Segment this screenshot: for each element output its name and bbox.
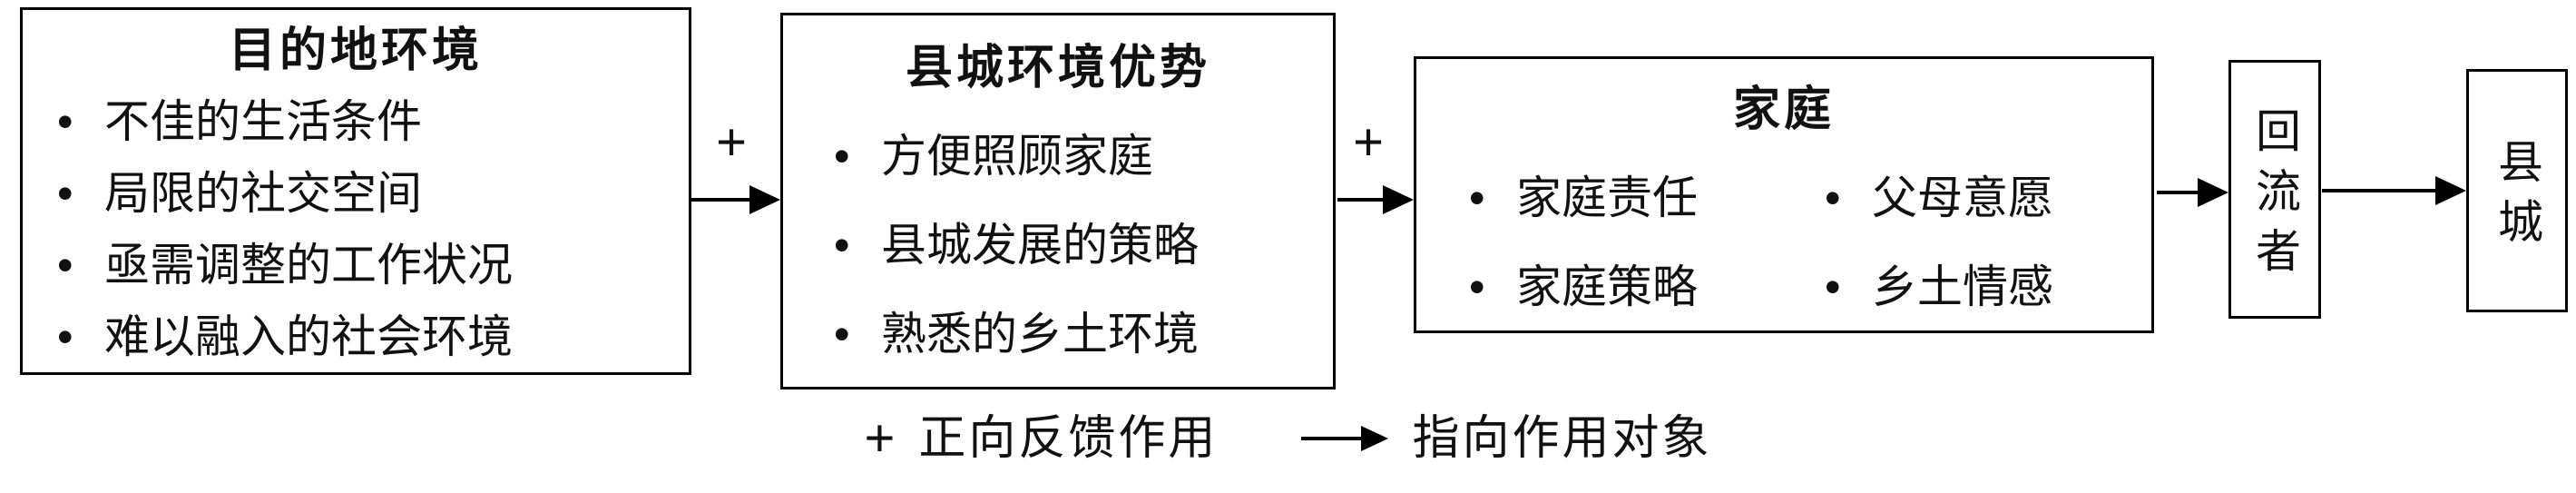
bullet-icon: • [57,168,73,219]
bullet-icon: • [1825,173,1841,223]
list-item: • 乡土情感 [1825,242,2151,331]
box-title: 县城 [2492,138,2542,258]
plus-symbol: + [864,409,896,468]
list-item: • 局限的社交空间 [57,158,689,230]
plus-connector: + [1353,113,1384,172]
bullet-icon: • [57,311,73,362]
item-text: 局限的社交空间 [104,168,422,219]
box-family: 家庭 • 家庭责任 • 父母意愿 • 家庭策略 • 乡土情感 [1414,56,2154,333]
legend-label: 指向作用对象 [1412,412,1712,465]
box-returnees: 回流者 [2228,60,2321,319]
list-item: • 方便照顾家庭 [834,112,1333,201]
list-item: • 家庭责任 [1469,153,1825,242]
arrow-icon [1301,423,1389,454]
arrow-line [1301,437,1362,440]
arrow-head [2198,178,2228,207]
item-text: 亟需调整的工作状况 [104,240,513,291]
item-text: 方便照顾家庭 [881,131,1153,182]
list-item: • 难以融入的社会环境 [57,301,689,373]
legend-item-arrow-meaning: 指向作用对象 [1301,407,1711,470]
item-text: 父母意愿 [1872,173,2053,223]
list-item: • 不佳的生活条件 [57,86,689,158]
item-text: 难以融入的社会环境 [104,311,513,362]
box-title: 目的地环境 [228,25,483,77]
arrow-icon [691,184,780,215]
arrow-head [1361,426,1389,451]
arrow-head [1383,185,1414,214]
bullet-icon: • [1469,173,1485,223]
arrow-icon [1337,184,1414,215]
bullet-list: • 方便照顾家庭 • 县城发展的策略 • 熟悉的乡土环境 [834,112,1333,379]
plus-connector: + [716,113,747,172]
legend-item-positive-feedback: + 正向反馈作用 [865,407,1219,470]
bullet-icon: • [1469,261,1485,312]
item-text: 家庭策略 [1516,261,1698,312]
bullet-icon: • [57,240,73,291]
arrow-line [2157,191,2198,194]
bullet-icon: • [834,309,850,360]
box-destination-environment: 目的地环境 • 不佳的生活条件 • 局限的社交空间 • 亟需调整的工作状况 • … [20,7,691,375]
legend-label: 正向反馈作用 [918,412,1219,465]
legend: + 正向反馈作用 指向作用对象 [0,407,2576,470]
arrow-icon [2322,175,2466,206]
arrow-icon [2157,177,2228,208]
arrow-head [749,185,780,214]
item-text: 县城发展的策略 [881,220,1199,271]
item-text: 家庭责任 [1516,173,1698,223]
bullet-icon: • [834,220,850,271]
item-text: 熟悉的乡土环境 [881,309,1199,360]
item-text: 不佳的生活条件 [104,96,422,147]
arrow-line [691,198,749,202]
bullet-icon: • [57,96,73,147]
bullet-list: • 不佳的生活条件 • 局限的社交空间 • 亟需调整的工作状况 • 难以融入的社… [57,86,689,373]
box-county-advantages: 县城环境优势 • 方便照顾家庭 • 县城发展的策略 • 熟悉的乡土环境 [780,13,1336,389]
box-county-town: 县城 [2466,69,2568,312]
list-item: • 父母意愿 [1825,153,2151,242]
list-item: • 县城发展的策略 [834,201,1333,290]
bullet-icon: • [834,131,850,182]
box-title: 回流者 [2249,106,2300,287]
arrow-line [1337,198,1383,202]
bullet-icon: • [1825,261,1841,312]
list-item: • 熟悉的乡土环境 [834,290,1333,379]
box-title: 家庭 [1732,84,1835,136]
box-title: 县城环境优势 [905,42,1210,94]
item-text: 乡土情感 [1872,261,2053,312]
bullet-grid: • 家庭责任 • 父母意愿 • 家庭策略 • 乡土情感 [1469,153,2151,331]
arrow-head [2435,176,2466,205]
list-item: • 家庭策略 [1469,242,1825,331]
arrow-line [2322,189,2435,192]
list-item: • 亟需调整的工作状况 [57,230,689,301]
